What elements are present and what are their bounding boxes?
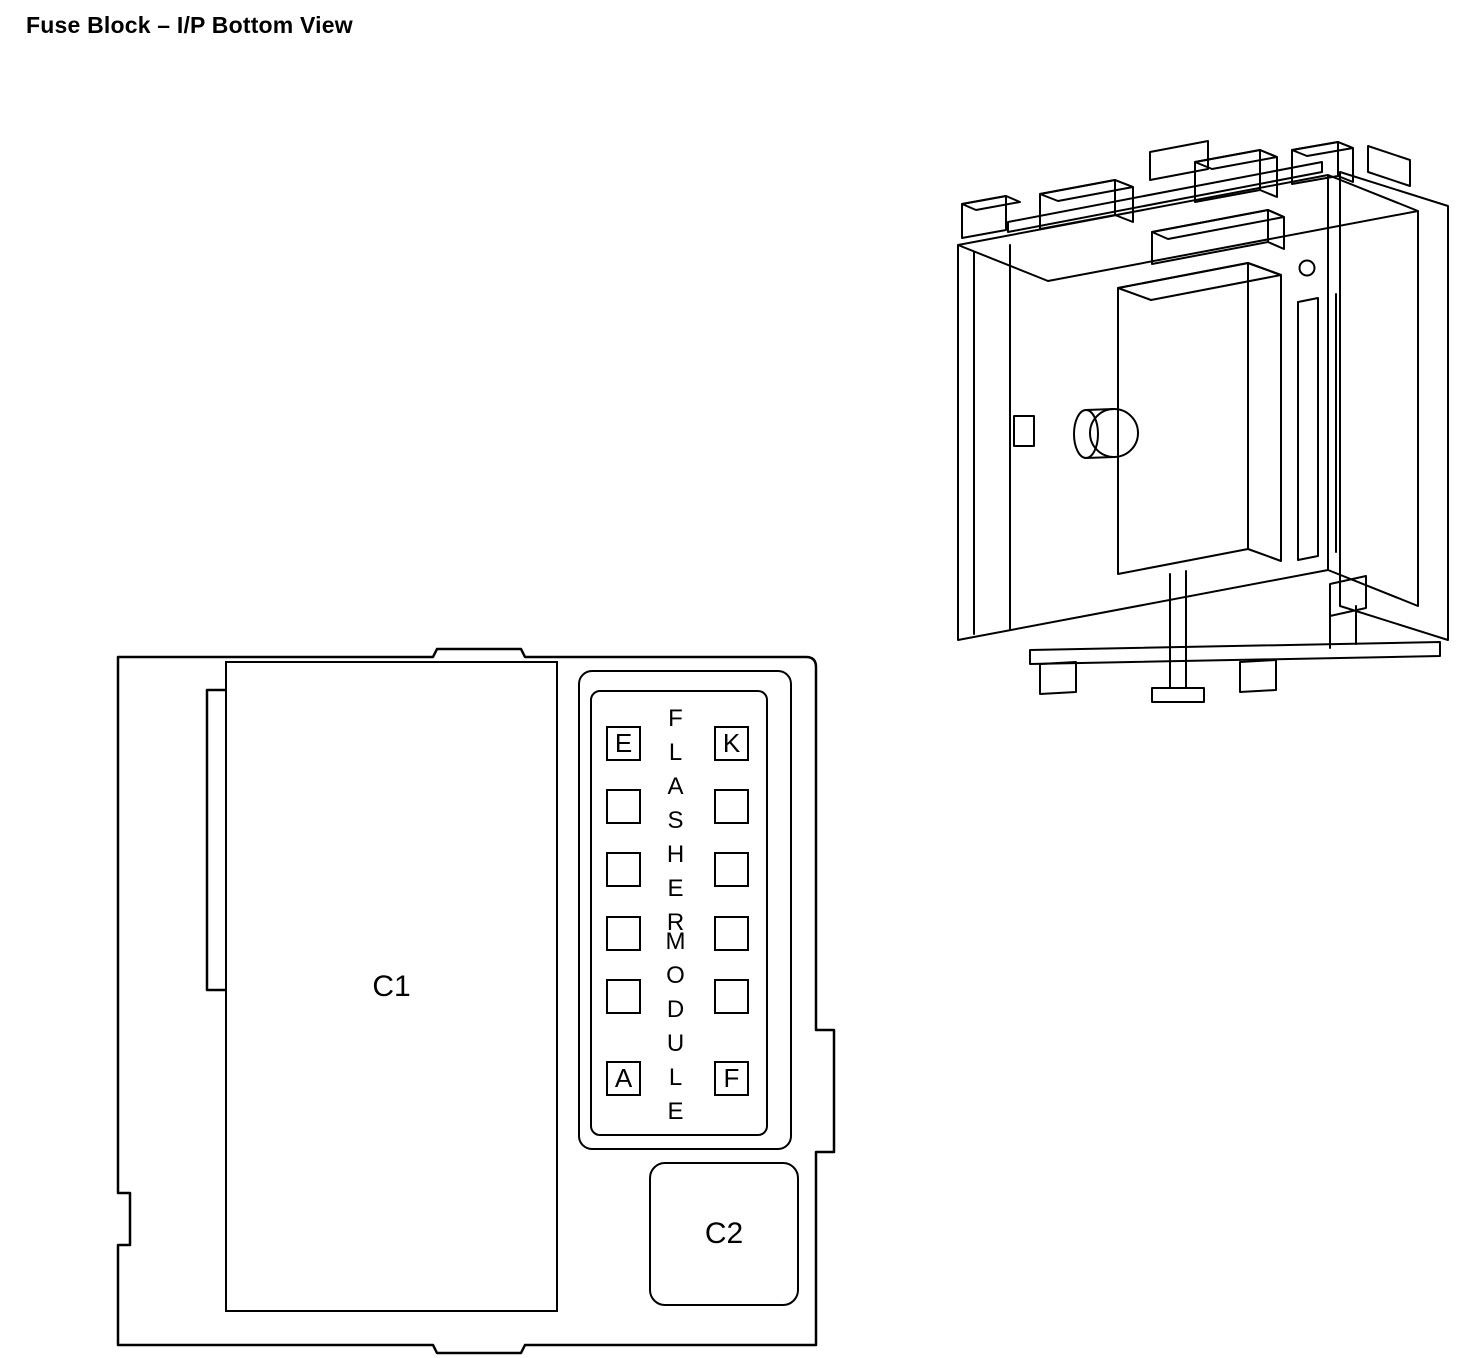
c1-keyway-lines (205, 688, 227, 992)
page-title: Fuse Block – I/P Bottom View (26, 12, 353, 38)
isometric-top-rail (1007, 161, 1323, 233)
isometric-cylinder-boss (1073, 408, 1139, 459)
connector-c2-label: C2 (704, 1217, 744, 1250)
isometric-bottom-rails (1029, 570, 1441, 703)
flasher-terminal-K: K (714, 726, 749, 761)
isometric-slats (1297, 293, 1337, 561)
flasher-terminal-square (714, 979, 749, 1014)
flasher-terminal-square (606, 979, 641, 1014)
flasher-module-label-module: MODULE (662, 928, 689, 1132)
connector-c1-label: C1 (372, 969, 411, 1003)
isometric-top-tabs (961, 140, 1354, 239)
flasher-terminal-square (714, 789, 749, 824)
flasher-terminal-square (714, 852, 749, 887)
connector-c1: C1 (225, 661, 558, 1312)
flasher-terminal-F: F (714, 1061, 749, 1096)
isometric-relay-module (1117, 209, 1285, 575)
connector-c2: C2 (649, 1162, 799, 1306)
flasher-module-outline (590, 690, 768, 1136)
flasher-module-plateau-outline (578, 670, 792, 1150)
isometric-mounting-hole (1298, 259, 1316, 277)
flasher-terminal-square (606, 789, 641, 824)
isometric-left-panel-lines (973, 244, 1011, 635)
isometric-housing-frame (957, 174, 1419, 641)
flasher-module-label-flasher: FLASHER (662, 705, 689, 943)
flasher-terminal-A: A (606, 1061, 641, 1096)
isometric-left-panel-slot (1013, 415, 1035, 447)
fuse-block-isometric-view (957, 140, 1449, 703)
flasher-terminal-square (606, 852, 641, 887)
isometric-right-top-tab (1367, 145, 1411, 187)
flasher-terminal-square (606, 916, 641, 951)
flasher-terminal-square (714, 916, 749, 951)
flasher-terminal-E: E (606, 726, 641, 761)
isometric-right-panel (1339, 171, 1449, 641)
